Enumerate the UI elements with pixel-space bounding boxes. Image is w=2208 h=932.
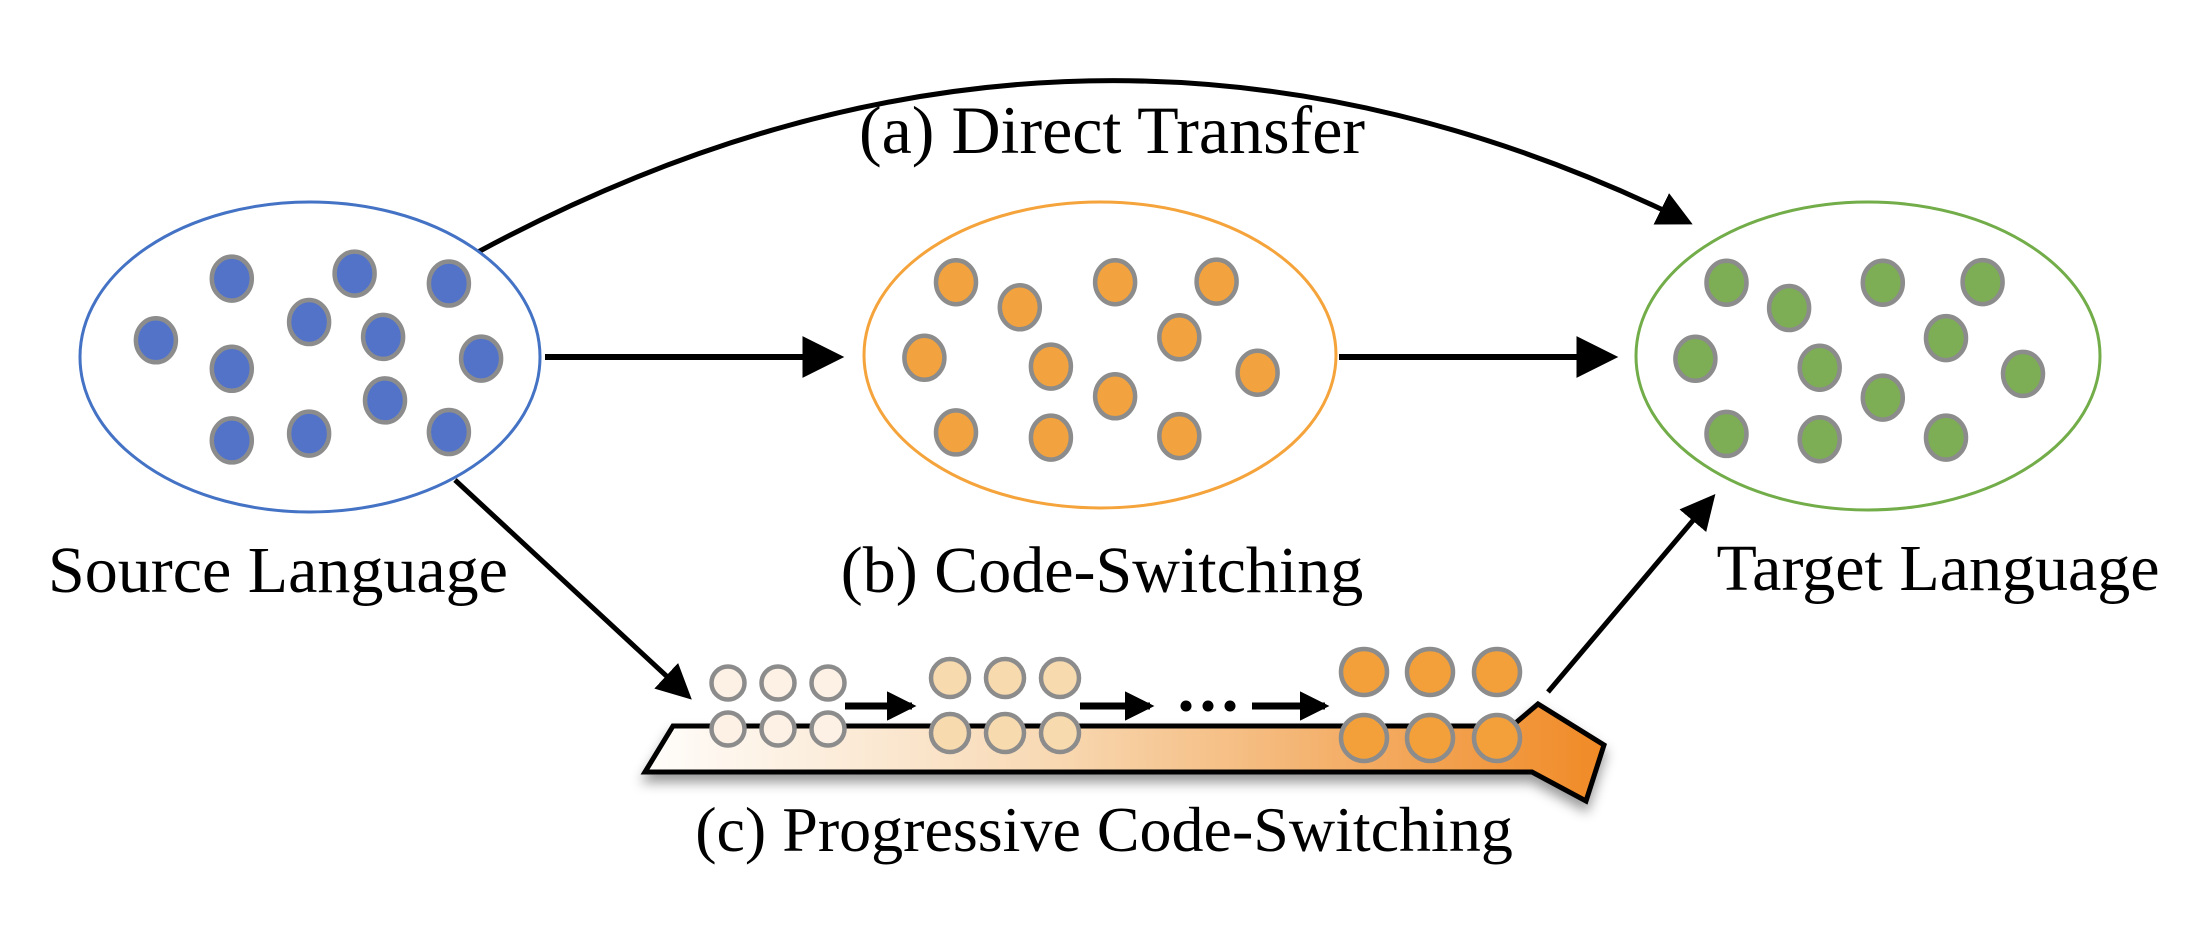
- stage-2-dot: [928, 711, 972, 755]
- stage-1-dot: [809, 664, 847, 702]
- code-switching-dot: [1157, 313, 1202, 362]
- progress-ellipsis-dots: [1180, 700, 1236, 712]
- dots-code-switching: [902, 257, 1280, 462]
- target-language-dot: [1923, 313, 1969, 363]
- stage-1-dot: [709, 710, 747, 748]
- stage-2-dot: [983, 711, 1027, 755]
- source-to-progressive-arrow: [453, 478, 692, 700]
- stage-2-dot: [1038, 711, 1082, 755]
- dots-target-language: [1673, 257, 2046, 464]
- source-language-dot: [362, 376, 408, 425]
- progressive-to-target-arrow: [1546, 493, 1716, 694]
- stage-3-dot: [1338, 712, 1390, 764]
- target-language-dot: [1960, 257, 2005, 307]
- label-code-switching: (b) Code-Switching: [840, 534, 1364, 607]
- label-progressive-code-switching: (c) Progressive Code-Switching: [695, 794, 1513, 865]
- code-switching-dot: [1028, 413, 1074, 462]
- stage-1-dot: [759, 710, 797, 748]
- label-target-language: Target Language: [1716, 532, 2160, 605]
- target-language-dot: [1797, 414, 1842, 464]
- stage-1-dot: [809, 710, 847, 748]
- target-language-dot: [1704, 409, 1749, 459]
- code-switching-dot: [1092, 372, 1138, 421]
- source-language-dot: [332, 249, 377, 298]
- source-language-dot: [209, 416, 255, 465]
- source-language-dot: [426, 259, 472, 308]
- code-switching-dot: [1235, 348, 1280, 397]
- code-switching-dot: [902, 333, 947, 383]
- ellipsis-dot: [1180, 700, 1192, 712]
- stage-2-dot: [1038, 656, 1082, 700]
- direct-transfer-arc-arrow: [476, 78, 1693, 255]
- target-language-dot: [2000, 349, 2046, 399]
- target-language-dot: [1797, 343, 1842, 392]
- stage-3-dot: [1471, 712, 1523, 764]
- source-language-dot: [286, 297, 332, 347]
- source-language-ellipse: [78, 200, 542, 514]
- stage-1-dot: [709, 664, 747, 702]
- code-switching-dot: [1157, 411, 1202, 461]
- target-language-dot: [1860, 373, 1906, 422]
- target-language-dot: [1923, 413, 1969, 462]
- source-language-dot: [458, 334, 504, 383]
- target-language-dot: [1673, 334, 1718, 384]
- source-language-dot: [133, 316, 179, 365]
- target-language-dot: [1704, 258, 1749, 307]
- stage-1-dot: [759, 664, 797, 702]
- code-switching-dot: [997, 283, 1043, 332]
- code-switching-dot: [933, 408, 979, 457]
- source-language-dot: [209, 344, 255, 394]
- stage-3-dot: [1404, 646, 1456, 698]
- source-language-dot: [286, 409, 332, 458]
- stage-3-dot: [1471, 646, 1523, 698]
- stage-2-dot: [983, 656, 1027, 700]
- source-language-dot: [209, 254, 255, 303]
- code-switching-dot: [933, 257, 979, 307]
- target-language-dot: [1766, 283, 1812, 333]
- code-switching-dot: [1194, 257, 1239, 306]
- code-switching-dot: [1092, 257, 1138, 307]
- ellipsis-dot: [1202, 700, 1214, 712]
- stage-3-dot: [1338, 646, 1390, 698]
- target-language-dot: [1860, 258, 1906, 307]
- band-stage-dots: [709, 646, 1523, 764]
- source-language-dot: [360, 312, 406, 362]
- ellipsis-dot: [1224, 700, 1236, 712]
- label-direct-transfer: (a) Direct Transfer: [858, 92, 1366, 168]
- stage-3-dot: [1404, 712, 1456, 764]
- dots-source-language: [133, 249, 504, 465]
- stage-2-dot: [928, 656, 972, 700]
- label-source-language: Source Language: [48, 534, 508, 607]
- source-language-dot: [426, 407, 472, 457]
- code-switching-dot: [1028, 342, 1074, 391]
